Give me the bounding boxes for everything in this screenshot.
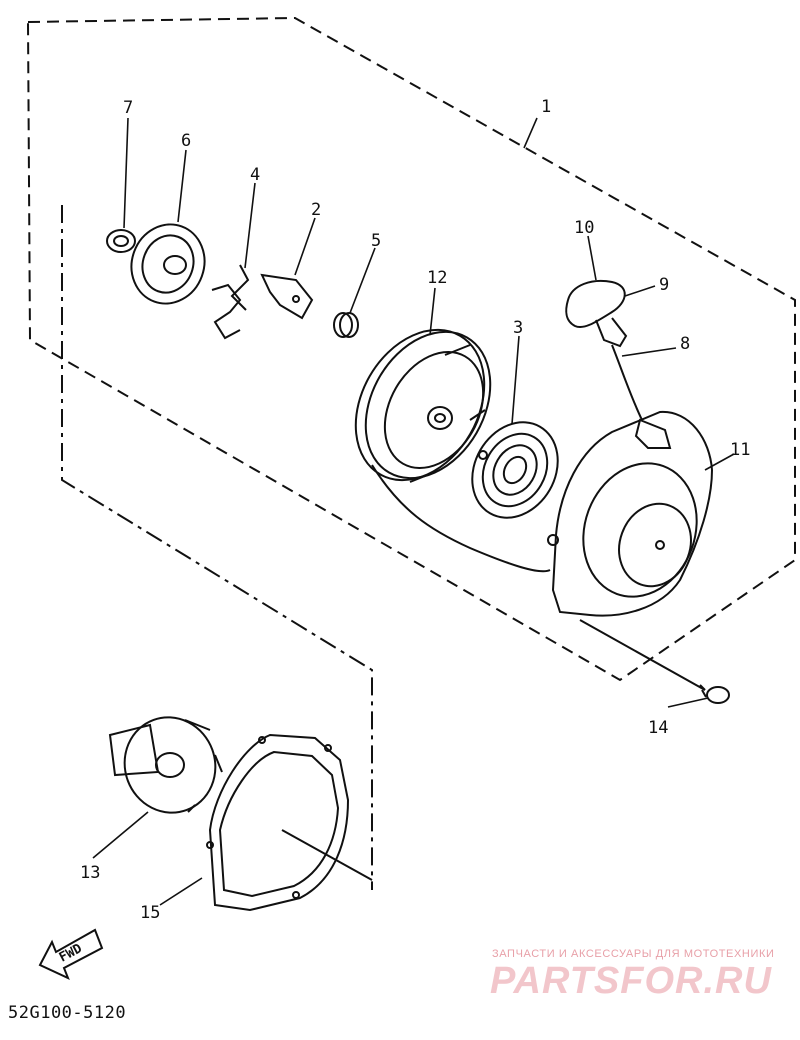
part-10-handle	[565, 280, 626, 328]
callout-6: 6	[181, 131, 191, 151]
part-5-spring	[333, 312, 359, 338]
part-9-grip	[595, 317, 628, 348]
watermark-logo: PARTSFOR.RU	[490, 960, 772, 1002]
fwd-label: FWD	[57, 941, 85, 965]
callout-13: 13	[80, 863, 100, 883]
part-13-drive-pulley	[108, 716, 223, 814]
callout-11: 11	[730, 440, 750, 460]
part-2-pawl	[260, 273, 314, 320]
part-2-pawl-hole	[292, 295, 300, 303]
callout-12: 12	[427, 268, 447, 288]
watermark-tagline: ЗАПЧАСТИ И АКСЕССУАРЫ ДЛЯ МОТОТЕХНИКИ	[492, 948, 775, 960]
assembly-boundary	[26, 16, 796, 682]
part-6-drive-plate	[130, 223, 206, 305]
callout-5: 5	[371, 231, 381, 251]
callout-4: 4	[250, 165, 260, 185]
leader-case-bolt	[579, 619, 706, 691]
callout-leaders	[92, 117, 735, 906]
part-4-spring	[211, 264, 250, 340]
callout-7: 7	[123, 98, 133, 118]
part-8-rope	[371, 344, 643, 573]
callout-15: 15	[140, 903, 160, 923]
callout-2: 2	[311, 200, 321, 220]
reference-lines	[61, 205, 373, 890]
callout-14: 14	[648, 718, 668, 738]
leader-gasket	[281, 829, 373, 881]
part-11-case	[547, 410, 714, 617]
part-3-recoil-spring	[471, 421, 559, 519]
callout-9: 9	[659, 275, 669, 295]
part-14-bolt	[699, 684, 730, 704]
callout-8: 8	[680, 334, 690, 354]
callout-10: 10	[574, 218, 594, 238]
part-15-gasket	[206, 733, 350, 912]
fwd-arrow: FWD	[38, 928, 104, 980]
part-12-reel	[354, 328, 492, 483]
drawing-code: 52G100-5120	[8, 1003, 127, 1023]
callout-3: 3	[513, 318, 523, 338]
callout-1: 1	[541, 97, 551, 117]
part-7-nut	[106, 229, 136, 253]
